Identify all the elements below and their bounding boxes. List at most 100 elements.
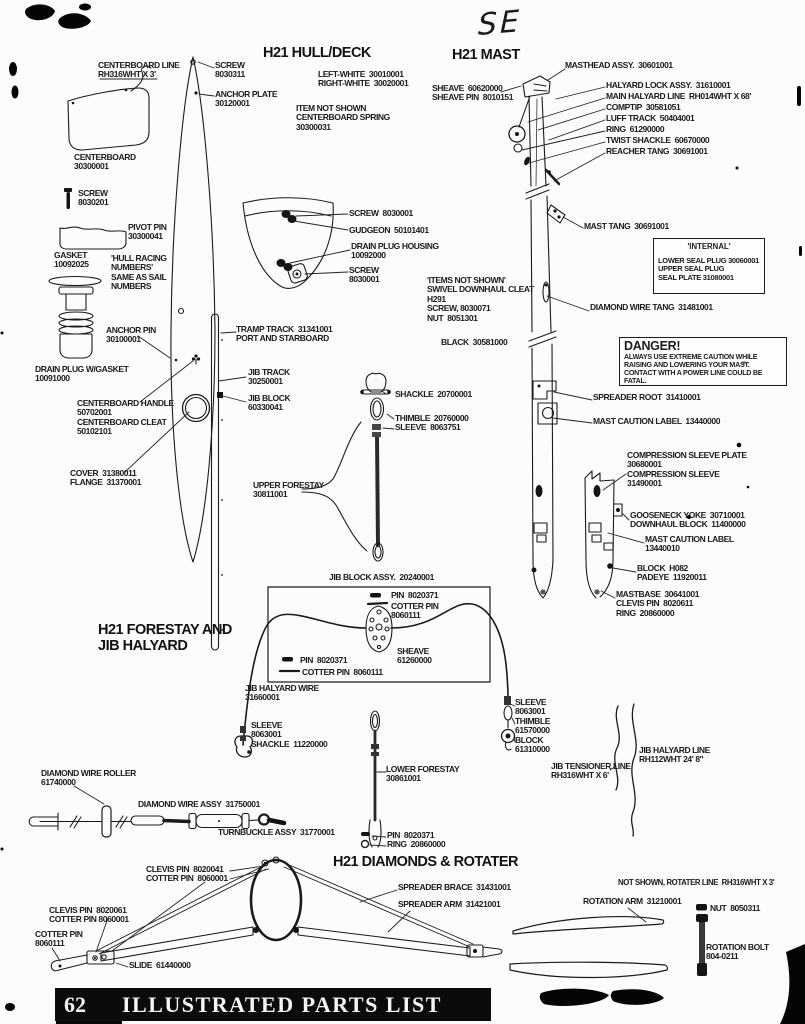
label-diamond-wire-assy: DIAMOND WIRE ASSY 31750001 — [138, 799, 260, 809]
label-jib-halyard-line: JIB HALYARD LINE RH112WHT 24' 8" — [639, 745, 710, 765]
label-luff-track: LUFF TRACK 50404001 — [606, 113, 695, 123]
label-slide: SLIDE 61440000 — [129, 960, 191, 970]
label-drain-plug-w-gasket: DRAIN PLUG W/GASKET 10091000 — [35, 364, 129, 384]
danger-box-line: CONTACT WITH A POWER LINE COULD BE FATAL… — [624, 369, 763, 385]
label-compression-sleeve: COMPRESSION SLEEVE PLATE 30680001 COMPRE… — [627, 450, 747, 489]
label-lower-forestay: LOWER FORESTAY 30861001 — [386, 764, 460, 784]
mast-drawing — [508, 75, 623, 599]
label-shackle-20700001: SHACKLE 20700001 — [395, 389, 472, 399]
drain-plug-drawing — [58, 286, 94, 359]
label-drain-plug-housing: DRAIN PLUG HOUSING 10092000 — [351, 241, 439, 261]
label-gasket: GASKET 10092025 — [54, 250, 89, 270]
label-screw-8030001-bottom: SCREW 8030001 — [349, 265, 380, 285]
diamond-wire-assy-drawing — [28, 805, 287, 838]
leader-lines — [51, 61, 647, 968]
label-cotter-8060111: COTTER PIN 8060111 — [35, 929, 83, 949]
centerboard-drawing — [48, 65, 152, 359]
jib-wire-block-drawing — [500, 705, 516, 751]
label-hull-racing-numbers: 'HULL RACING NUMBERS' SAME AS SAIL NUMBE… — [111, 253, 167, 292]
danger-box-line: ALWAYS USE EXTREME CAUTION WHILE — [624, 353, 758, 361]
label-mastbase: MASTBASE 30641001 CLEVIS PIN 8020611 RIN… — [616, 589, 700, 618]
label-gooseneck-downhaul: GOOSENECK YOKE 30710001 DOWNHAUL BLOCK 1… — [630, 510, 746, 530]
upper-forestay-drawing — [301, 372, 391, 562]
rotation-arm-drawing — [509, 916, 668, 979]
label-jib-block-assy: JIB BLOCK ASSY. 20240001 — [329, 572, 434, 582]
label-centerboard-handle: CENTERBOARD HANDLE 50702001 CENTERBOARD … — [77, 398, 174, 437]
label-upper-forestay: UPPER FORESTAY 30811001 — [253, 480, 324, 500]
label-block-padeye: BLOCK H082 PADEYE 11920011 — [637, 563, 707, 583]
label-jib-block: JIB BLOCK 60330041 — [248, 393, 291, 413]
label-sheave-61260000: SHEAVE 61260000 — [397, 646, 432, 666]
label-spreader-brace: SPREADER BRACE 31431001 — [398, 882, 511, 892]
label-diamond-wire-tang: DIAMOND WIRE TANG 31481001 — [590, 302, 713, 312]
label-masthead-assy: MASTHEAD ASSY. 30601001 — [565, 60, 673, 70]
nut-drawing — [696, 904, 707, 911]
label-turnbuckle-assy: TURNBUCKLE ASSY 31770001 — [218, 827, 335, 837]
label-sheave-pin: SHEAVE 60620000 SHEAVE PIN 8010151 — [432, 83, 514, 103]
label-thimble-sleeve: THIMBLE 20760000 SLEEVE 8063751 — [395, 413, 469, 433]
internal-parts-box: 'INTERNAL' LOWER SEAL PLUG 30060001 UPPE… — [653, 238, 765, 294]
label-anchor-pin: ANCHOR PIN 30100001 — [106, 325, 156, 345]
label-gudgeon: GUDGEON 50101401 — [349, 225, 429, 235]
label-screw-8030001-top: SCREW 8030001 — [349, 208, 413, 218]
label-screw-8030311: SCREW 8030311 — [215, 60, 245, 80]
label-jib-halyard-wire: JIB HALYARD WIRE 31660001 — [245, 683, 319, 703]
label-mast-tang: MAST TANG 30691001 — [584, 221, 669, 231]
label-pin-ring-forestay: PIN 8020371 RING 20860000 — [387, 830, 446, 850]
footer-bar: 62 ILLUSTRATED PARTS LIST — [55, 988, 491, 1021]
page-number: 62 — [64, 991, 86, 1017]
section-title-hull-deck: H21 HULL/DECK — [263, 45, 371, 61]
internal-box-title: 'INTERNAL' — [687, 242, 731, 251]
label-diamond-wire-roller: DIAMOND WIRE ROLLER 61740000 — [41, 768, 136, 788]
danger-box-title: DANGER! — [624, 339, 681, 353]
label-rotation-arm: ROTATION ARM 31210001 — [583, 896, 682, 906]
label-rotation-bolt: ROTATION BOLT 804-0211 — [706, 942, 769, 962]
label-centerboard: CENTERBOARD 30300001 — [74, 152, 136, 172]
label-reacher-tang: REACHER TANG 30691001 — [606, 146, 708, 156]
label-rotater-line: NOT SHOWN, ROTATER LINE RH316WHT X 3' — [618, 878, 775, 887]
label-ring-61290000: RING 61290000 — [606, 124, 665, 134]
label-sleeve-thimble-block: SLEEVE 8063001 THIMBLE 61570000 BLOCK 61… — [515, 697, 550, 755]
label-screw-8030201: SCREW 8030201 — [78, 188, 109, 208]
spreader-root-drawing — [532, 380, 557, 400]
label-pin-top: PIN 8020371 — [391, 590, 439, 600]
dark-fittings — [58, 88, 708, 976]
label-cover-flange: COVER 31380011 FLANGE 31370001 — [70, 468, 142, 488]
label-cotter-left: COTTER PIN 8060111 — [302, 667, 383, 677]
label-pivot-pin: PIVOT PIN 30300041 — [128, 222, 167, 242]
label-anchor-plate: ANCHOR PLATE 30120001 — [215, 89, 278, 109]
label-mast-caution-13440010: MAST CAUTION LABEL 13440010 — [645, 534, 734, 554]
label-left-right-white: LEFT-WHITE 30010001 RIGHT-WHITE 30020001 — [318, 69, 409, 89]
label-clevis-cotter-top: CLEVIS PIN 8020041 COTTER PIN 8060001 — [146, 864, 228, 884]
label-spreader-root: SPREADER ROOT 31410001 — [593, 392, 701, 402]
gasket-drawing — [48, 275, 102, 287]
jib-block-assy-drawing — [242, 586, 509, 746]
scan-artifacts — [0, 3, 805, 1024]
footer-title: ILLUSTRATED PARTS LIST — [122, 991, 442, 1017]
label-clevis-cotter-left: CLEVIS PIN 8020061 COTTER PIN 8060001 — [49, 905, 129, 925]
label-pin-left: PIN 8020371 — [300, 655, 348, 665]
jib-wire-shackle-drawing — [234, 735, 254, 758]
label-nut: NUT 8050311 — [710, 903, 761, 913]
label-centerboard-line: CENTERBOARD LINE RH316WHT X 3' — [98, 60, 180, 80]
label-jib-track: JIB TRACK 30250001 — [248, 367, 290, 387]
section-title-diamonds: H21 DIAMONDS & ROTATER — [333, 854, 519, 870]
label-black: BLACK 30581000 — [441, 337, 508, 347]
danger-box-line: RAISING AND LOWERING YOUR MAST. — [624, 361, 750, 369]
label-comptip: COMPTIP 30581051 — [606, 102, 681, 112]
label-mast-caution-13440000: MAST CAUTION LABEL 13440000 — [593, 416, 721, 426]
label-items-not-shown: 'ITEMS NOT SHOWN' SWIVEL DOWNHAUL CLEAT … — [427, 275, 534, 323]
gooseneck-drawing — [613, 503, 623, 517]
label-jib-tensioner-line: JIB TENSIONER LINE RH316WHT X 6' — [551, 761, 631, 781]
danger-warning-box: DANGER! ALWAYS USE EXTREME CAUTION WHILE… — [619, 337, 787, 386]
section-title-forestay: H21 FORESTAY AND JIB HALYARD — [98, 622, 232, 654]
pivot-pin-drawing — [59, 226, 127, 250]
slide-drawing — [86, 950, 115, 965]
internal-box-line: LOWER SEAL PLUG 30060001 — [658, 256, 760, 265]
internal-box-line: SEAL PLATE 31080001 — [658, 272, 734, 282]
label-centerboard-spring: ITEM NOT SHOWN CENTERBOARD SPRING 303000… — [296, 103, 390, 132]
label-spreader-arm: SPREADER ARM 31421001 — [398, 899, 501, 909]
section-title-mast: H21 MAST — [452, 47, 520, 63]
